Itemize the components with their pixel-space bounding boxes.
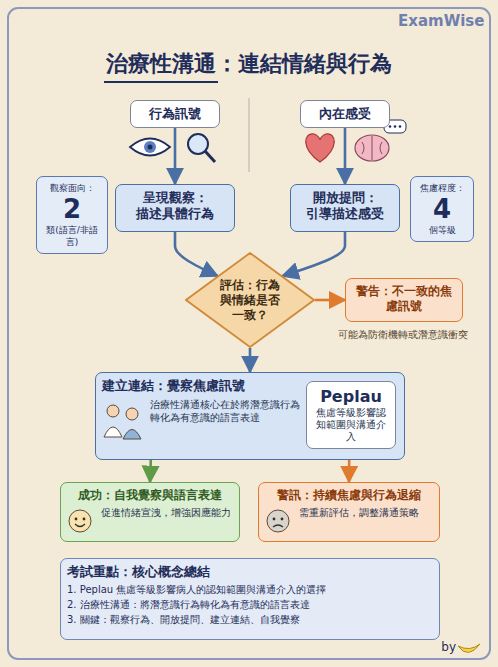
node-heading: 開放提問： — [297, 190, 393, 206]
node-heading: 呈現觀察： — [122, 190, 228, 206]
node-heading: 內在感受 — [307, 106, 383, 122]
node-text: 類(語言/非語言) — [43, 224, 101, 248]
node-heading: 行為訊號 — [137, 106, 213, 122]
process-box: 警告：不一致的焦慮訊號 — [345, 278, 463, 322]
node-text: 引導描述感受 — [297, 206, 393, 222]
logo: ExamWise — [398, 12, 484, 30]
callout-number: 2 — [43, 194, 101, 224]
connector-arrow — [315, 299, 345, 302]
frame — [8, 8, 490, 659]
node-heading: 考試重點：核心概念總結 — [67, 564, 433, 580]
process-box: 警訊：持續焦慮與行為退縮需重新評估，調整溝通策略 — [258, 482, 440, 542]
connector-arrow — [344, 128, 347, 184]
node-heading: 成功：自我覺察與語言表達 — [67, 488, 233, 503]
node-heading: 觀察面向： — [43, 182, 101, 194]
process-box: 觀察面向：2類(語言/非語言) — [36, 176, 108, 254]
node-text: 焦慮等級影響認知範圍與溝通介入 — [313, 407, 389, 443]
diamond-shape — [186, 253, 314, 347]
decision-diamond: 評估：行為與情緒是否一致？ — [185, 252, 315, 348]
process-box: 成功：自我覺察與語言表達促進情緒宣洩，增強因應能力 — [60, 482, 240, 542]
heart-icon — [306, 134, 335, 162]
connector-arrow — [348, 460, 351, 482]
divider-line — [249, 98, 250, 172]
connector-arrow — [149, 460, 152, 482]
title: 治療性溝通：連結情緒與行為 — [0, 50, 498, 78]
process-box: 焦慮程度：4個等級 — [410, 176, 474, 242]
list-item: 2. 治療性溝通：將潛意識行為轉化為有意識的語言表達 — [67, 597, 433, 612]
process-box: Peplau焦慮等級影響認知範圍與溝通介入 — [306, 381, 396, 449]
process-box: 呈現觀察：描述具體行為 — [115, 184, 235, 232]
magnifier-icon — [188, 134, 215, 162]
eye-icon — [130, 139, 170, 156]
node-heading: 警訊：持續焦慮與行為退縮 — [265, 488, 433, 503]
connector-arrow — [283, 232, 346, 276]
note: 可能為防衛機轉或潛意識衝突 — [338, 328, 468, 341]
sad-icon — [264, 507, 292, 535]
process-box: 開放提問：引導描述感受 — [290, 184, 400, 232]
warning-text: 警告：不一致的焦慮訊號 — [352, 284, 456, 314]
happy-icon — [66, 507, 94, 535]
node-text: 個等級 — [417, 224, 467, 236]
signature: by — [434, 640, 456, 654]
nurse-patient-illustration — [101, 401, 143, 441]
node-text: 治療性溝通核心在於將潛意識行為轉化為有意識的語言表達 — [150, 398, 300, 424]
connector-arrow — [175, 232, 218, 276]
process-box: 建立連結：覺察焦慮訊號治療性溝通核心在於將潛意識行為轉化為有意識的語言表達Pep… — [95, 372, 405, 460]
node-text: 促進情緒宣洩，增強因應能力 — [101, 506, 233, 519]
list-item: 1. Peplau 焦慮等級影響病人的認知範圍與溝通介入的選擇 — [67, 582, 433, 597]
process-box: 考試重點：核心概念總結 1. Peplau 焦慮等級影響病人的認知範圍與溝通介入的… — [60, 558, 440, 640]
process-box: 內在感受 — [300, 100, 390, 128]
connector-arrow — [174, 128, 177, 184]
node-text: 描述具體行為 — [122, 206, 228, 222]
connector-arrow — [249, 348, 252, 372]
callout-number: 4 — [417, 194, 467, 224]
banana-icon — [458, 644, 480, 653]
node-text: 需重新評估，調整溝通策略 — [299, 506, 433, 519]
node-heading: Peplau — [313, 387, 389, 407]
process-box: 行為訊號 — [130, 100, 220, 128]
decision-text: 評估：行為與情緒是否一致？ — [219, 278, 281, 323]
list-item: 3. 關鍵：觀察行為、開放提問、建立連結、自我覺察 — [67, 612, 433, 627]
title-underline — [104, 81, 218, 83]
node-heading: 焦慮程度： — [417, 182, 467, 194]
